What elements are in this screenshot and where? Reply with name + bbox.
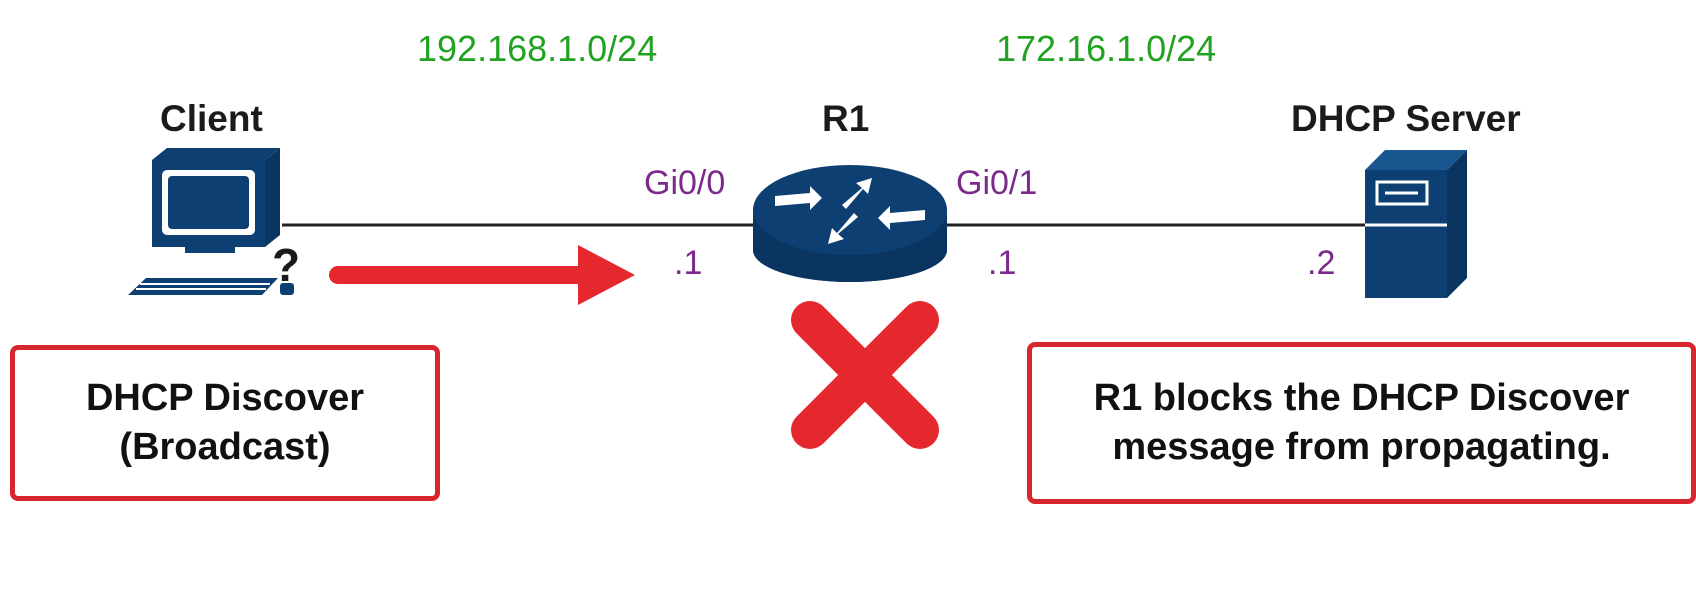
blocked-callout: R1 blocks the DHCP Discover message from… — [1027, 342, 1696, 504]
interface-right-name: Gi0/1 — [956, 164, 1038, 202]
computer-icon — [128, 148, 294, 295]
broadcast-arrow-icon — [329, 245, 635, 305]
question-mark-glyph: ? — [272, 239, 301, 291]
server-ip: .2 — [1307, 244, 1336, 282]
broadcast-callout-line1: DHCP Discover — [85, 376, 365, 419]
blocked-callout-line2: message from propagating. — [1112, 426, 1611, 468]
interface-left-ip: .1 — [674, 244, 703, 282]
client-label: Client — [160, 98, 263, 139]
blocked-x-icon — [791, 301, 939, 449]
broadcast-callout-line2: (Broadcast) — [119, 426, 331, 468]
interface-right-ip: .1 — [988, 244, 1017, 282]
interface-left-name: Gi0/0 — [644, 164, 726, 202]
subnet-left-label: 192.168.1.0/24 — [417, 28, 658, 69]
router-icon — [753, 165, 947, 282]
router-label: R1 — [822, 98, 870, 139]
server-label: DHCP Server — [1291, 98, 1521, 139]
subnet-right-label: 172.16.1.0/24 — [996, 28, 1217, 69]
server-icon — [1365, 150, 1467, 298]
broadcast-callout: DHCP Discover (Broadcast) — [10, 345, 440, 501]
blocked-callout-line1: R1 blocks the DHCP Discover — [1093, 376, 1630, 419]
